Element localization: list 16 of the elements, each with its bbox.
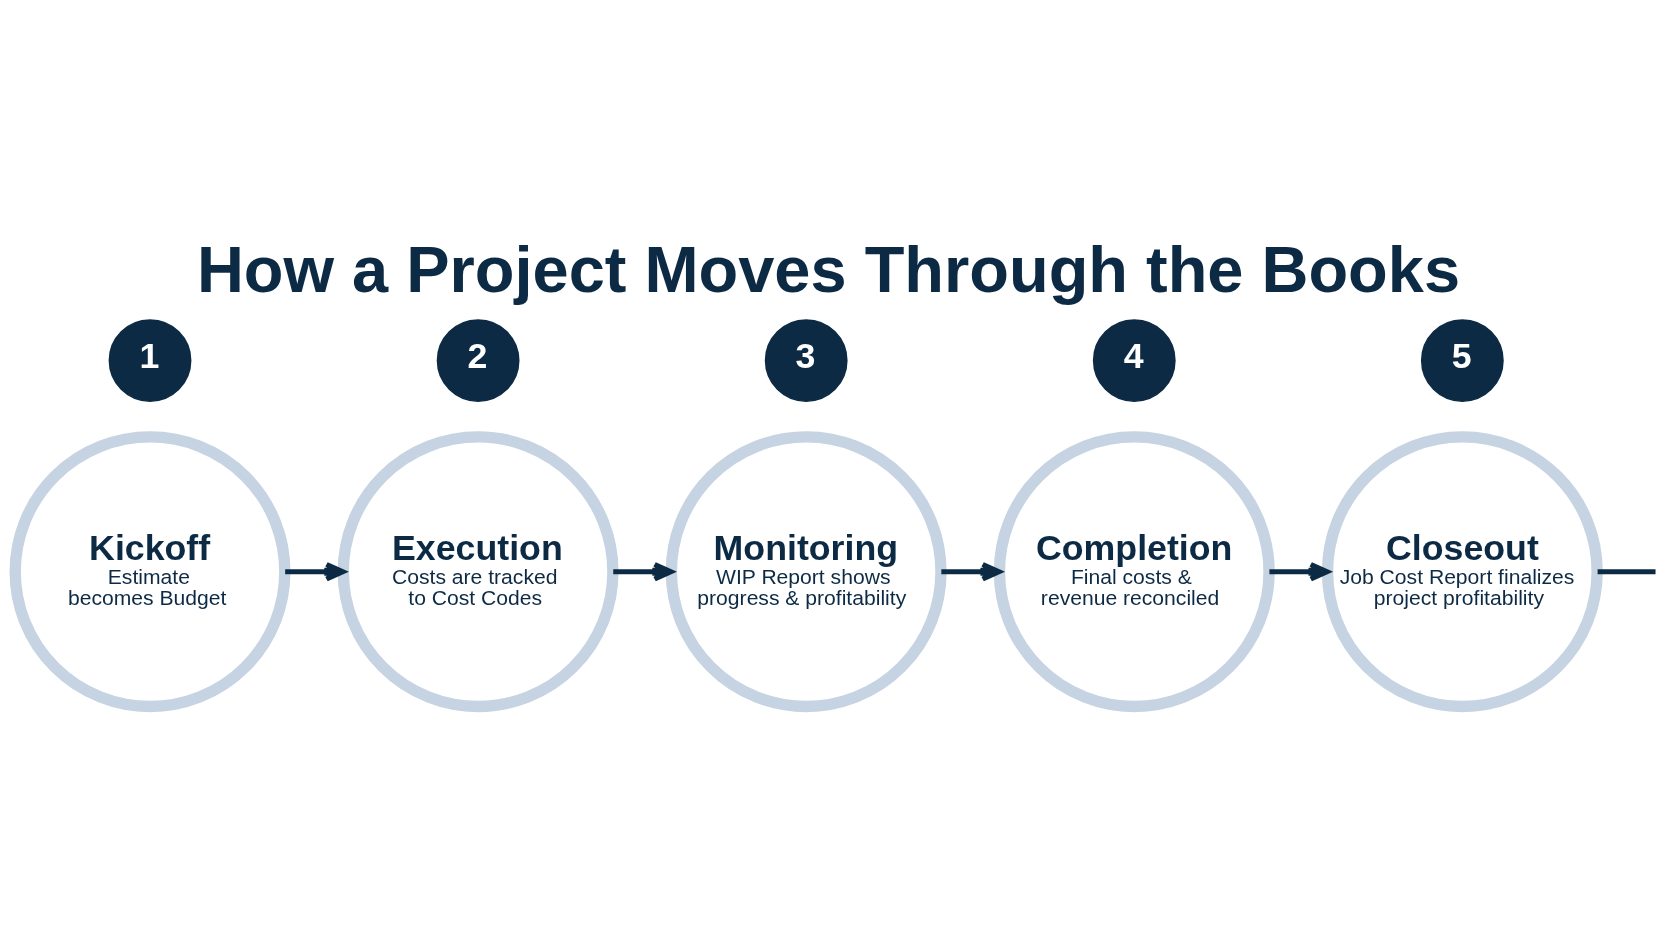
node-circle: 3 [764, 318, 848, 402]
node-circle: 5 [1420, 318, 1504, 402]
node-circle: Execution Costs are tracked to Cost Codes [337, 430, 619, 712]
node-circle: 1 [108, 318, 192, 402]
arrow [613, 561, 674, 581]
node-circle: 2 [436, 318, 520, 402]
node-circle: Completion Final costs & revenue reconciled [993, 430, 1275, 712]
node-circle: Closeout Job Cost Report finalizes project profitability [1321, 430, 1603, 712]
connector [1597, 568, 1656, 574]
diagram-title: How a Project Moves Through the Books [196, 232, 1461, 306]
arrow [941, 561, 1002, 581]
node-circle: 4 [1092, 318, 1176, 402]
node-circle: Monitoring WIP Report shows progress & profitability [665, 430, 947, 712]
node-circle: Kickoff Estimate becomes Budget [9, 430, 291, 712]
arrow [285, 561, 346, 581]
arrow [1269, 561, 1330, 581]
